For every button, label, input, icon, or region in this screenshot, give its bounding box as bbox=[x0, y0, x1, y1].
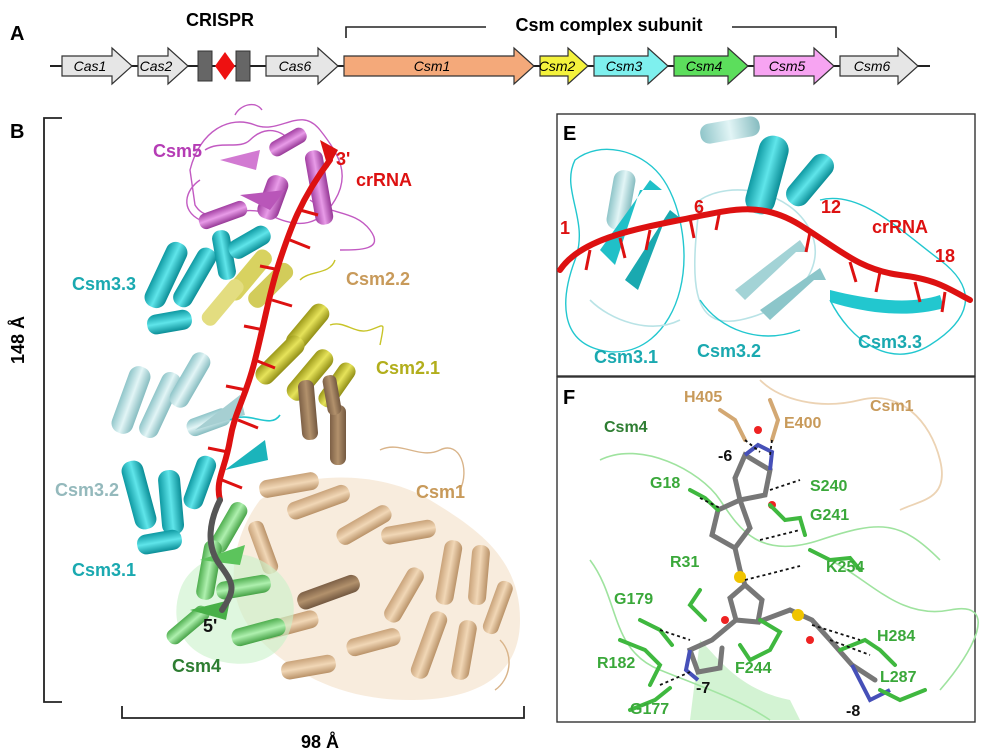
gene-label-csm2: Csm2 bbox=[539, 58, 576, 74]
label-csm2-2: Csm2.2 bbox=[346, 269, 410, 289]
label-csm5: Csm5 bbox=[153, 141, 202, 161]
label-f-g18: G18 bbox=[650, 475, 680, 492]
label-f-r31: R31 bbox=[670, 554, 699, 571]
label-csm3-3: Csm3.3 bbox=[72, 274, 136, 294]
label-e-6: 6 bbox=[694, 197, 704, 217]
gene-arrow-csm3: Csm3 bbox=[593, 46, 669, 86]
gene-arrow-cas1: Cas1 bbox=[61, 46, 133, 86]
csm-bracket-mask bbox=[486, 14, 732, 36]
gene-label-csm6: Csm6 bbox=[854, 58, 891, 74]
panel-label-f: F bbox=[563, 387, 575, 409]
crispr-array bbox=[197, 50, 251, 82]
label-csm2-1: Csm2.1 bbox=[376, 358, 440, 378]
label-f-l287: L287 bbox=[880, 669, 917, 686]
label-crrna: crRNA bbox=[356, 170, 412, 190]
label-f-m7: -7 bbox=[696, 680, 710, 697]
gene-arrow-csm6: Csm6 bbox=[839, 46, 919, 86]
panel-e-structure bbox=[557, 116, 973, 355]
width-scale-bar bbox=[121, 706, 525, 719]
width-scale-label: 98 Å bbox=[301, 732, 339, 752]
gene-arrows: Cas1 Cas2 Cas6 Csm1 Csm2 Csm3 Csm4 Csm5 Csm6 bbox=[61, 46, 919, 86]
label-f-csm4: Csm4 bbox=[604, 419, 648, 436]
gene-arrow-csm2: Csm2 bbox=[539, 46, 589, 86]
label-f-k254: K254 bbox=[826, 559, 864, 576]
label-5prime: 5' bbox=[203, 616, 217, 636]
panel-f-frame bbox=[556, 376, 976, 723]
gene-label-csm5: Csm5 bbox=[769, 58, 806, 74]
label-e-12: 12 bbox=[821, 197, 841, 217]
csm-bracket-label: Csm complex subunit bbox=[515, 15, 702, 35]
gene-label-csm1: Csm1 bbox=[414, 58, 451, 74]
label-f-h405: H405 bbox=[684, 389, 722, 406]
panel-f-structure bbox=[589, 379, 979, 721]
csm3-subunits bbox=[111, 225, 281, 555]
crrna-strand bbox=[207, 140, 338, 503]
csm-complex-structure bbox=[111, 103, 520, 700]
label-e-csm3-2: Csm3.2 bbox=[697, 341, 761, 361]
gene-label-cas1: Cas1 bbox=[74, 58, 107, 74]
label-e-csm3-3: Csm3.3 bbox=[858, 332, 922, 352]
gene-arrow-csm5: Csm5 bbox=[753, 46, 835, 86]
gene-arrow-cas6: Cas6 bbox=[265, 46, 339, 86]
panel-label-e: E bbox=[563, 123, 576, 145]
label-e-18: 18 bbox=[935, 246, 955, 266]
gene-arrow-csm4: Csm4 bbox=[673, 46, 749, 86]
label-f-r182: R182 bbox=[597, 655, 635, 672]
crispr-label: CRISPR bbox=[186, 10, 254, 30]
panel-label-b: B bbox=[10, 121, 24, 143]
label-f-g179: G179 bbox=[614, 591, 653, 608]
label-f-m8: -8 bbox=[846, 703, 860, 720]
label-e-crrna: crRNA bbox=[872, 217, 928, 237]
gene-arrow-cas2: Cas2 bbox=[137, 46, 189, 86]
label-f-m6: -6 bbox=[718, 448, 732, 465]
gene-label-csm3: Csm3 bbox=[606, 58, 643, 74]
gene-label-csm4: Csm4 bbox=[686, 58, 723, 74]
gene-arrow-csm1: Csm1 bbox=[343, 46, 535, 86]
height-scale-label: 148 Å bbox=[8, 316, 28, 364]
label-f-g177: G177 bbox=[630, 701, 669, 718]
gene-label-cas6: Cas6 bbox=[279, 58, 312, 74]
label-csm1: Csm1 bbox=[416, 482, 465, 502]
gene-label-cas2: Cas2 bbox=[140, 58, 173, 74]
label-csm4: Csm4 bbox=[172, 656, 221, 676]
panel-label-a: A bbox=[10, 23, 24, 45]
csm1-subunit bbox=[233, 375, 520, 700]
csm4-subunit bbox=[166, 502, 294, 664]
label-f-f244: F244 bbox=[735, 660, 772, 677]
label-csm3-2: Csm3.2 bbox=[55, 480, 119, 500]
label-e-csm3-1: Csm3.1 bbox=[594, 347, 658, 367]
label-3prime: 3' bbox=[336, 149, 350, 169]
label-csm3-1: Csm3.1 bbox=[72, 560, 136, 580]
crrna-5prime-handle bbox=[207, 497, 235, 613]
label-f-g241: G241 bbox=[810, 507, 849, 524]
label-f-s240: S240 bbox=[810, 478, 847, 495]
label-e-1: 1 bbox=[560, 218, 570, 238]
label-f-csm1: Csm1 bbox=[870, 398, 914, 415]
height-scale-bar bbox=[43, 117, 62, 703]
label-f-h284: H284 bbox=[877, 628, 915, 645]
label-f-e400: E400 bbox=[784, 415, 821, 432]
